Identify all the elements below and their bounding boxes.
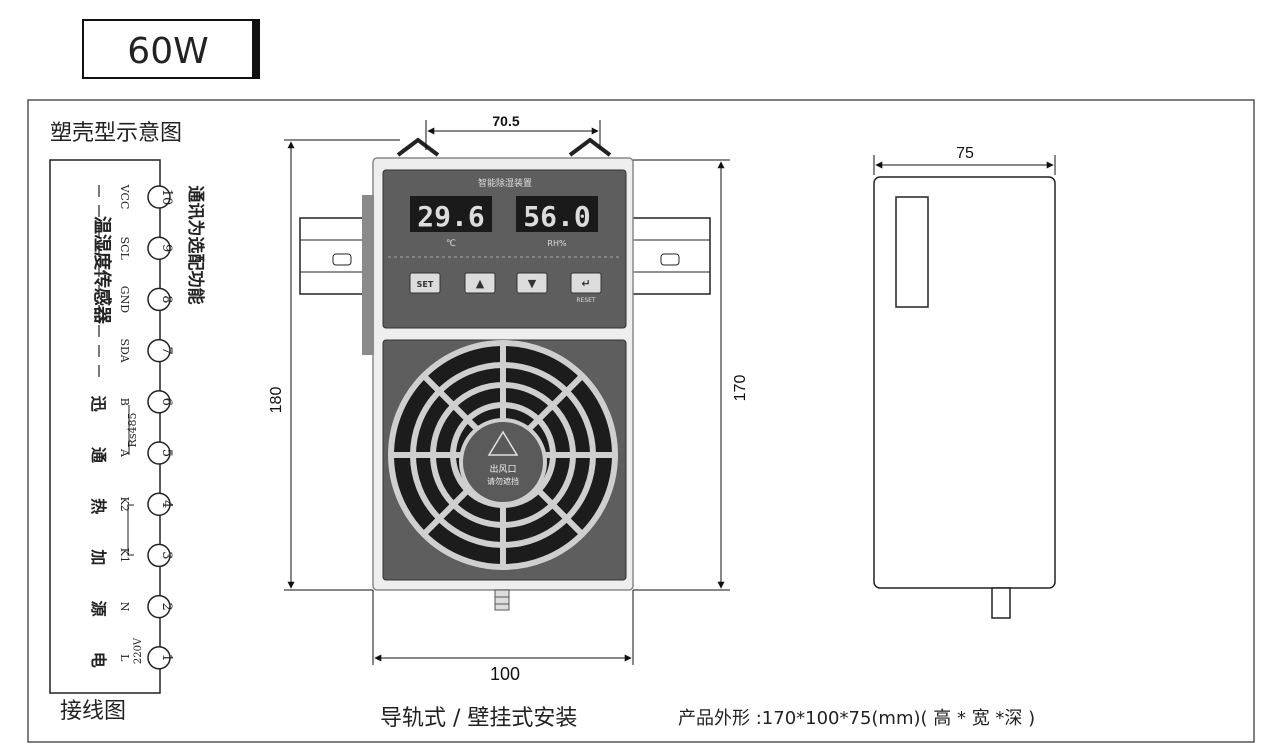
- terminal-number: 6: [159, 398, 174, 406]
- side-view: 75: [873, 145, 1056, 619]
- terminal-number: 5: [159, 449, 174, 457]
- temperature-readout: 29.6: [417, 200, 484, 233]
- terminal-number: 8: [159, 295, 174, 303]
- terminal-group-label: 通: [89, 447, 108, 463]
- terminal-code: GND: [118, 286, 131, 313]
- terminal-number: 10: [159, 189, 174, 206]
- terminal-circle: [147, 185, 171, 209]
- fan-label-warning: 请勿遮挡: [487, 476, 519, 486]
- terminal-code: SDA: [118, 338, 131, 363]
- terminal-10: 10 VCC: [118, 184, 174, 210]
- dim-rail-width: 70.5: [492, 113, 519, 129]
- humidity-readout: 56.0: [523, 200, 590, 233]
- terminal-group-label: 迅: [89, 396, 108, 412]
- terminal-1: 1 L 电: [89, 646, 174, 670]
- enter-button[interactable]: ↵: [570, 272, 602, 294]
- sensor-label: 温湿度传感器: [91, 216, 113, 325]
- terminal-number: 1: [159, 654, 174, 662]
- terminal-code: SCL: [118, 237, 131, 261]
- terminal-group-label: 热: [89, 498, 108, 514]
- terminal-circle: [147, 441, 171, 465]
- terminal-5: 5 A通: [89, 441, 174, 465]
- fan-label-outlet: 出风口: [489, 463, 516, 475]
- terminal-code: B: [118, 398, 131, 406]
- terminal-8: 8 GND: [118, 286, 174, 313]
- fan-grille: 出风口 请勿遮挡: [388, 340, 618, 570]
- terminal-4: 4 K2 热: [89, 492, 174, 516]
- terminal-number: 7: [159, 346, 174, 354]
- main-frame: [27, 99, 1255, 743]
- terminal-number: 3: [159, 551, 174, 559]
- power-badge-label: 60W: [127, 31, 208, 72]
- wiring-caption: 接线图: [60, 699, 126, 724]
- dim-depth: 75: [956, 145, 974, 162]
- dim-body-height: 170: [732, 375, 749, 402]
- button-label: ▲: [476, 277, 485, 290]
- button-label: SET: [417, 280, 434, 289]
- enter-sub-label: RESET: [576, 297, 596, 304]
- comm-note: 通讯为选配功能: [185, 186, 206, 305]
- front-view: 智能除湿装置 29.6 56.0 ℃ RH% SET ▲ ▼ ↵ RESET 出风口 …: [299, 137, 711, 611]
- terminal-group-label: 源: [89, 601, 108, 617]
- terminal-code: A: [118, 448, 131, 458]
- terminal-circle: [147, 594, 171, 619]
- button-face[interactable]: [570, 272, 602, 294]
- terminal-circle: [147, 543, 171, 568]
- terminal-circle: [147, 492, 171, 516]
- dim-body-width: 100: [490, 664, 520, 684]
- voltage-label: 220V: [133, 637, 144, 664]
- terminal-code: VCC: [118, 184, 131, 210]
- terminal-group-label: 电: [89, 652, 108, 668]
- button-label: ▼: [528, 277, 537, 290]
- product-spec: 产品外形 :170*100*75(mm)( 高 * 宽 *深 ): [678, 708, 1035, 729]
- bus-label: Rs485: [126, 413, 139, 448]
- button-face[interactable]: [464, 272, 496, 294]
- panel-title: 智能除湿装置: [478, 177, 532, 189]
- temperature-unit: ℃: [446, 239, 456, 249]
- terminal-circle: [147, 287, 171, 312]
- terminal-circle: [147, 390, 171, 414]
- terminal-number: 4: [159, 500, 174, 508]
- set-button[interactable]: SET: [409, 272, 441, 294]
- button-face[interactable]: [516, 272, 548, 294]
- down-button[interactable]: ▼: [516, 272, 548, 294]
- terminal-9: 9 SCL: [118, 236, 174, 261]
- dim-total-height: 180: [268, 387, 285, 414]
- button-face[interactable]: [409, 272, 441, 294]
- terminal-group-label: 加: [89, 548, 108, 565]
- up-button[interactable]: ▲: [464, 272, 496, 294]
- section-title: 塑壳型示意图: [50, 121, 182, 146]
- terminal-number: 2: [159, 602, 174, 610]
- terminal-code: N: [118, 602, 131, 612]
- terminal-7: 7 SDA: [118, 338, 174, 363]
- button-label: ↵: [581, 277, 590, 290]
- install-text: 导轨式 / 壁挂式安装: [380, 706, 577, 731]
- terminal-circle: [147, 646, 171, 670]
- terminal-6: 6 B 迅: [89, 390, 174, 414]
- power-badge: 60W: [82, 19, 260, 79]
- terminal-code: K2: [118, 497, 131, 512]
- terminal-circle: [147, 236, 171, 260]
- terminal-number: 9: [159, 244, 174, 252]
- terminal-circle: [147, 338, 171, 363]
- terminal-code: L: [118, 654, 131, 662]
- humidity-unit: RH%: [547, 239, 567, 248]
- front-dimensions: 70.5 180 170 100: [268, 113, 749, 684]
- terminal-2: 2 N源: [89, 594, 174, 619]
